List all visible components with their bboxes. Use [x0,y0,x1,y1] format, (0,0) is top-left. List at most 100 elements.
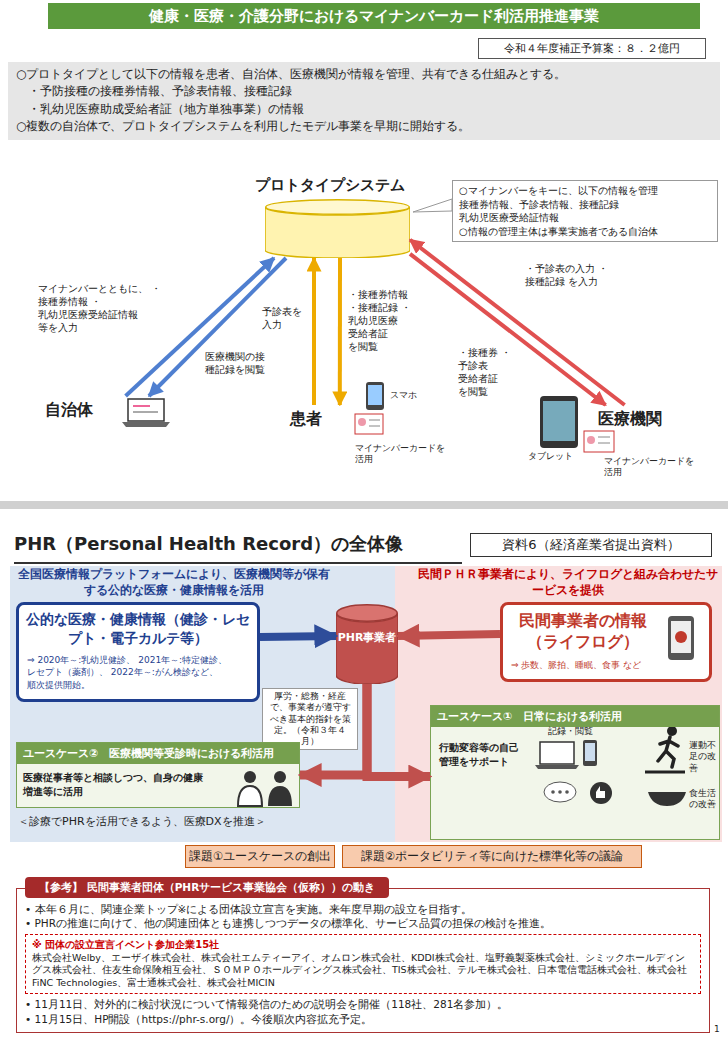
node-text: 株式会社Welby、エーザイ株式会社、株式会社エムティーアイ、オムロン株式会社、… [32,952,694,990]
edge-label: ・予診表の入力 ・接種記録 を入力 [525,262,609,288]
treadmill [645,771,685,774]
card-icon [355,414,383,434]
person-head [274,771,286,783]
phone-body [583,740,597,766]
laptop-icon [122,399,170,427]
slide-separator [0,501,728,509]
connector-arrow [410,240,625,405]
screen-line [133,405,150,407]
card-line [598,443,610,444]
card-photo [358,418,366,426]
edge-label: マイナンバーとともに、 ・接種券情報 ・乳幼児医療受給証情報 等を入力 [38,282,165,334]
thumb-mark [596,786,605,798]
node-heading: プロトタイプシステム [250,175,410,195]
card-line [598,437,610,438]
phone-body [366,382,384,410]
bowl-icon [648,792,686,806]
node-text: ・乳幼児医療助成受給者証（地方単独事業）の情報 [16,101,712,118]
node-heading: 自治体 [45,396,175,424]
daily-use-icons [535,726,686,806]
icon-label: 食生活の改善 [689,788,719,811]
speech-bubble [544,782,576,802]
smartphone-icon [366,382,384,410]
node-text: ⇒ 歩数、脈拍、睡眠、食事 など [511,659,654,672]
card-line [369,420,380,421]
icon-label: 運動不足の改善 [689,740,719,774]
issue-box: 課題②ポータビリティ等に向けた標準化等の議論 [342,845,642,868]
node-heading: PHR事業者 [336,604,398,645]
connector-arrow [410,254,606,405]
node-text: ○情報の管理主体は事業実施者である自治体 [459,225,711,239]
node-text: • 本年６月に、関連企業トップ※による団体設立宣言を実施。来年度早期の設立を目指… [25,902,701,917]
phone-screen [585,743,595,761]
heading-underline [14,562,462,564]
node-text: ・予防接種の接種券情報、予診表情報、接種記録 [16,83,712,100]
connector-arrow [149,258,286,396]
bubble-dot [558,790,562,794]
node-heading: ○マイナンバーをキーに、以下の情報を管理 接種券情報、予診表情報、接種記録 乳幼… [459,184,711,225]
node-text: • 11月11日、対外的に検討状況について情報発信のための説明会を開催（118社… [25,997,701,1012]
actor-label: 自治体 [45,396,175,426]
laptop-screen [128,399,164,421]
edge-label: ・接種券 ・予診表 受給者証 を閲覧 [458,346,520,398]
actor-label: 医療機関 [598,405,674,433]
budget-box: 令和４年度補正予算案：８．２億円 [478,38,706,59]
card-line [369,426,380,427]
phone-body [668,616,694,660]
callout-pointer [413,199,452,212]
doctor-icons [238,771,292,806]
system-cylinder: プロトタイプシステム [250,175,410,258]
connector-arrow [260,636,336,637]
connector-arrow [398,634,500,636]
node-heading: ※ 団体の設立宣言イベント参加企業15社 [32,938,694,952]
cylinder-top [266,200,410,215]
section-heading: PHR（Personal Health Record）の全体像 [14,532,464,555]
node-heading: 課題①ユースケースの創出 [188,849,332,864]
member-box: ※ 団体の設立宣言イベント参加企業15社株式会社Welby、エーザイ株式会社、株… [25,934,701,994]
edge-label: 予診表を入力 [262,305,307,331]
connector-arrow [126,258,274,396]
icon-label: マイナンバーカードを活用 [355,443,451,466]
laptop-screen [540,742,574,764]
panel-heading: 民間ＰＨＲ事業者により、ライフログと組み合わせたサービスを提供 [418,567,718,598]
node-heading: 民間事業者の情報（ライフログ） [511,611,654,653]
node-heading: ○プロトタイプとして以下の情報を患者、自治体、医療機関が情報を管理、共有できる仕… [16,66,712,83]
person-head [244,771,256,783]
card-photo [587,436,595,444]
tablet-icon [540,396,578,448]
node-heading: ユースケース② 医療機関等受診時における利活用 [17,743,299,764]
connector-arrow [300,684,367,775]
page-number: 1 [714,1024,724,1035]
node-heading: 公的な医療・健康情報（健診・レセプト・電子カルテ等） [23,610,253,648]
edge-label: 医療機関の接種記録を閲覧 [205,350,271,376]
reference-box: ※ 団体の設立宣言イベント参加企業15社株式会社Welby、エーザイ株式会社、株… [16,888,710,1033]
node-heading: 資料6（経済産業省提出資料） [477,536,705,554]
runner-head [667,726,677,736]
cylinder-outline [265,199,410,258]
cylinder-top [337,605,398,622]
source-box: 資料6（経済産業省提出資料） [470,533,712,557]
icon-label: タブレット [528,451,588,462]
node-heading: 課題②ポータビリティ等に向けた標準化等の議論 [345,849,639,864]
runner-body [658,737,678,767]
icon-label: マイナンバーカードを活用 [604,456,700,479]
laptop-base [535,765,579,769]
tablet-screen [543,401,575,441]
person-body [238,786,262,806]
icon-label: 記録・閲覧 [548,726,608,737]
card-icon [584,431,614,452]
node-heading: ユースケース① 日常における利活用 [431,706,719,727]
screen-line [133,411,158,413]
person-body [268,786,292,806]
bubble-dot [565,790,569,794]
node-heading: 厚労・総務・経産で、事業者が遵守すべき基本的指針を策定。（令和３年４月） [266,691,354,747]
actor-label: 患者 [290,405,350,433]
node-text: ⇒ 2020年～:乳幼児健診、 2021年～:特定健診、レセプト（薬剤）、 20… [23,654,253,692]
database-cylinder: PHR事業者 [336,604,398,684]
wearable-phone-icon [668,616,694,660]
phone-screen [671,621,691,653]
info-box: 公的な医療・健康情報（健診・レセプト・電子カルテ等） ⇒ 2020年～:乳幼児健診… [16,602,260,702]
node-heading: 【参考】 民間事業者団体（PHRサービス事業協会（仮称））の動き [25,877,389,898]
card-body [584,431,614,452]
